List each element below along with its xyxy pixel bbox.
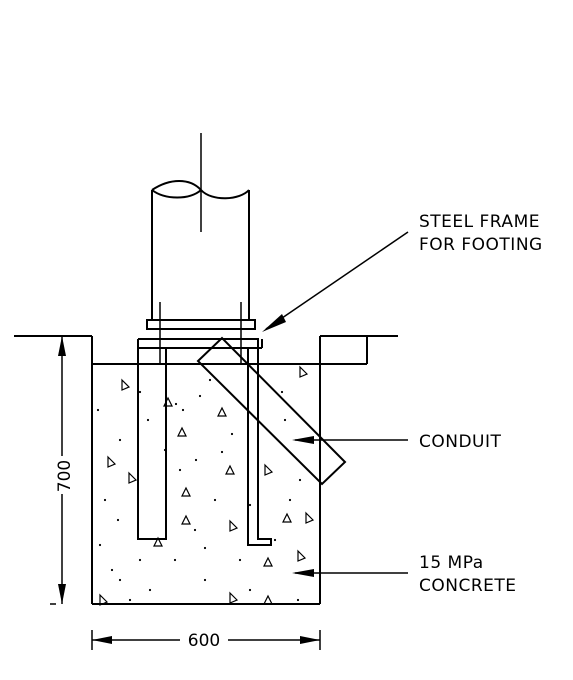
aggregate-dot [230, 432, 234, 436]
aggregate-triangle [99, 593, 109, 606]
aggregate-triangle [181, 514, 191, 525]
depth-dimension-text: 700 [55, 460, 75, 492]
aggregate-dot [128, 598, 132, 602]
base-plate [146, 302, 256, 364]
aggregate-dot [280, 390, 284, 394]
steel-frame-label-line2: FOR FOOTING [419, 235, 543, 255]
aggregate-dot [283, 418, 287, 422]
aggregate-triangle [297, 549, 307, 562]
concrete-label-line1: 15 MPa [419, 553, 484, 573]
aggregate-dot [238, 558, 242, 562]
width-dimension-text: 600 [188, 631, 220, 651]
conduit-pipe [196, 336, 347, 486]
aggregate-triangle [305, 511, 315, 524]
aggregate-triangle [181, 486, 191, 497]
aggregate-dot [116, 518, 120, 522]
aggregate-dot [193, 528, 197, 532]
aggregate-triangle [229, 519, 239, 532]
aggregate-dot [203, 546, 207, 550]
aggregate-dot [248, 588, 252, 592]
aggregate-triangle [128, 471, 138, 484]
aggregate-dot [298, 478, 302, 482]
aggregate-dot [273, 538, 277, 542]
ground-line [14, 335, 398, 364]
concrete-label-line2: CONCRETE [419, 576, 517, 596]
steel-frame-label-line1: STEEL FRAME [419, 212, 540, 232]
depth-dimension: 700 [50, 335, 92, 605]
steel-frame-leader [262, 231, 409, 332]
aggregate-triangle [225, 464, 235, 475]
aggregate-triangle [299, 365, 309, 378]
aggregate-dot [194, 458, 198, 462]
aggregate-dot [248, 503, 252, 507]
aggregate-dot [220, 450, 224, 454]
aggregate-dot [213, 498, 217, 502]
aggregate-dot [198, 394, 202, 398]
aggregate-triangle [264, 463, 274, 476]
aggregate-dot [110, 568, 114, 572]
aggregate-dot [203, 578, 207, 582]
footing-outline [91, 336, 367, 605]
concrete-aggregate [96, 365, 315, 606]
width-dimension: 600 [91, 630, 321, 651]
aggregate-dot [296, 598, 300, 602]
aggregate-dot [96, 408, 100, 412]
aggregate-dot [98, 543, 102, 547]
aggregate-dot [178, 468, 182, 472]
steel-frame [137, 338, 272, 546]
aggregate-triangle [107, 455, 117, 468]
aggregate-dot [148, 588, 152, 592]
aggregate-triangle [263, 556, 273, 567]
pole [151, 133, 250, 320]
aggregate-dot [288, 498, 292, 502]
aggregate-dot [174, 402, 178, 406]
aggregate-triangle [217, 406, 227, 417]
aggregate-triangle [177, 426, 187, 437]
aggregate-triangle [153, 536, 163, 547]
aggregate-dot [118, 578, 122, 582]
aggregate-dot [103, 498, 107, 502]
conduit-label: CONDUIT [419, 432, 502, 452]
aggregate-dot [118, 438, 122, 442]
aggregate-dot [138, 390, 142, 394]
conduit-leader [292, 436, 408, 444]
aggregate-triangle [282, 512, 292, 523]
aggregate-triangle [263, 594, 273, 605]
aggregate-dot [181, 408, 185, 412]
aggregate-dot [138, 558, 142, 562]
aggregate-dot [173, 558, 177, 562]
aggregate-dot [146, 418, 150, 422]
aggregate-dot [208, 378, 212, 382]
concrete-leader [292, 569, 408, 577]
aggregate-triangle [121, 378, 131, 391]
aggregate-triangle [229, 591, 239, 604]
